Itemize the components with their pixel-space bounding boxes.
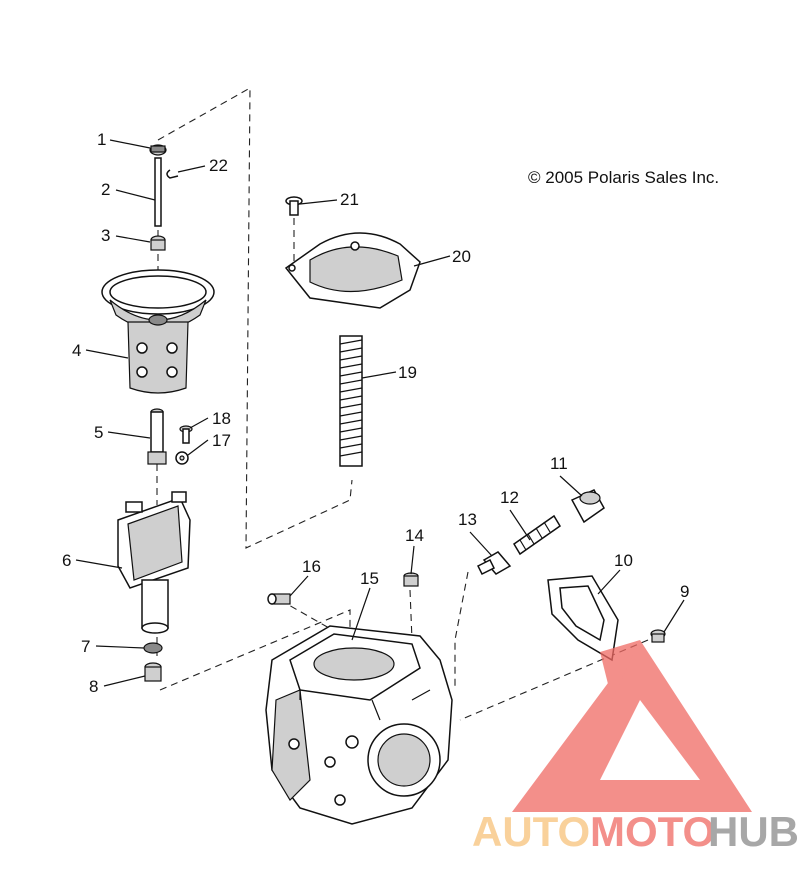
leader-lines bbox=[75, 139, 685, 687]
callout-8: 8 bbox=[89, 677, 98, 696]
callout-11: 11 bbox=[550, 454, 568, 473]
part-20-top-cover bbox=[284, 232, 421, 309]
part-8-jet bbox=[144, 662, 162, 682]
part-17-washer bbox=[175, 451, 189, 465]
copyright-text: © 2005 Polaris Sales Inc. bbox=[528, 168, 719, 187]
watermark-text-hub: HUB bbox=[708, 808, 799, 855]
part-13-plunger bbox=[476, 551, 512, 576]
part-1-nut bbox=[149, 144, 167, 156]
callout-12: 12 bbox=[500, 488, 519, 507]
callout-14: 14 bbox=[405, 526, 424, 545]
watermark-triangle-icon bbox=[512, 640, 752, 812]
callout-7: 7 bbox=[81, 637, 90, 656]
callout-17: 17 bbox=[212, 431, 231, 450]
callout-3: 3 bbox=[101, 226, 110, 245]
callout-20: 20 bbox=[452, 247, 471, 266]
part-3-spacer bbox=[150, 235, 166, 251]
callout-19: 19 bbox=[398, 363, 417, 382]
callout-16: 16 bbox=[302, 557, 321, 576]
callout-10: 10 bbox=[614, 551, 633, 570]
part-16-screw bbox=[267, 593, 291, 605]
watermark-text-auto: AUTO bbox=[472, 808, 590, 855]
part-21-screw bbox=[285, 196, 303, 216]
part-22-clip bbox=[166, 169, 179, 179]
part-10-gasket bbox=[547, 575, 619, 662]
part-18-screw bbox=[179, 425, 193, 444]
part-6-throttle-valve bbox=[117, 491, 191, 634]
callout-2: 2 bbox=[101, 180, 110, 199]
part-19-spring bbox=[339, 335, 363, 467]
part-5-needle-holder bbox=[147, 408, 167, 465]
callout-4: 4 bbox=[72, 341, 81, 360]
callout-5: 5 bbox=[94, 423, 103, 442]
watermark-text-moto: MOTO bbox=[590, 808, 715, 855]
callout-21: 21 bbox=[340, 190, 359, 209]
part-2-rod bbox=[154, 157, 162, 227]
part-14-jet bbox=[403, 572, 419, 587]
callout-13: 13 bbox=[458, 510, 477, 529]
callout-labels: 1 2 3 4 5 6 7 8 9 10 11 12 13 14 15 16 1… bbox=[62, 130, 689, 696]
part-11-cap bbox=[570, 489, 605, 524]
part-4-diaphragm-slide bbox=[101, 269, 215, 394]
watermark-logo: AUTO MOTO HUB bbox=[472, 640, 799, 855]
callout-9: 9 bbox=[680, 582, 689, 601]
callout-22: 22 bbox=[209, 156, 228, 175]
callout-15: 15 bbox=[360, 569, 379, 588]
part-15-carburetor-body bbox=[265, 625, 453, 825]
part-12-spring bbox=[512, 514, 562, 556]
callout-6: 6 bbox=[62, 551, 71, 570]
part-7-washer bbox=[143, 642, 163, 654]
callout-18: 18 bbox=[212, 409, 231, 428]
callout-1: 1 bbox=[97, 130, 106, 149]
part-9-screw bbox=[650, 629, 666, 643]
